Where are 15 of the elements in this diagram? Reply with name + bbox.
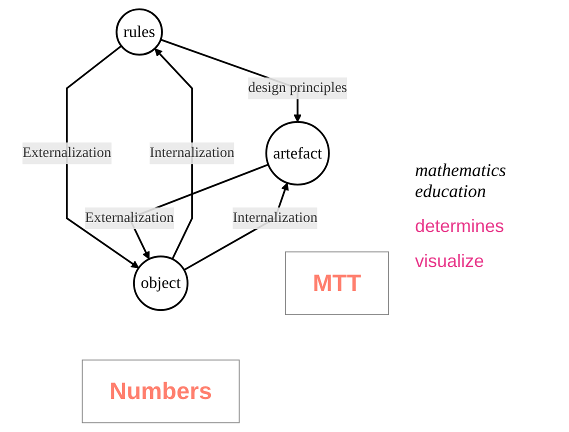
node-box: Numbers (82, 360, 240, 424)
note: mathematics education (415, 160, 507, 202)
edge-label: design principles (248, 80, 348, 96)
annotation: determines (415, 216, 506, 237)
edge-label: Externalization (85, 210, 174, 226)
node-circle: object (133, 256, 188, 311)
edge-label: Externalization (22, 145, 112, 161)
edge-label: Internalization (232, 210, 318, 226)
node-circle: rules (116, 8, 163, 56)
edge-label: Internalization (150, 145, 234, 161)
arrow (154, 48, 193, 260)
arrow (66, 45, 140, 268)
node-circle: artefact (265, 121, 330, 186)
annotation: visualize (415, 251, 486, 272)
node-box: MTT (285, 251, 389, 316)
